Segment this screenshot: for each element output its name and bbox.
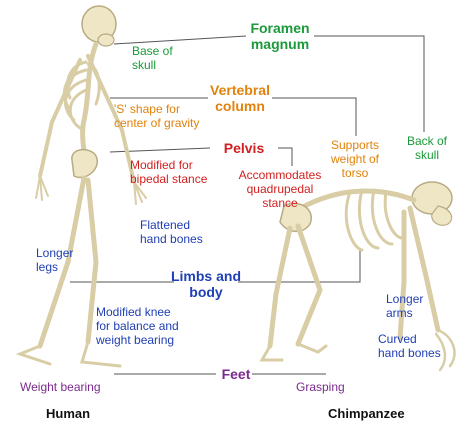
connector-lines [70, 35, 425, 375]
chimp-pelvis [279, 202, 313, 233]
heading-feet: Feet [221, 366, 251, 382]
chimp-supports-torso-note: Supports weight of torso [330, 138, 380, 180]
human-s-shape-note: 'S' shape for center of gravity [114, 102, 200, 130]
connector-foramen-human [113, 35, 247, 45]
heading-limbs-and-body: Limbs and body [170, 268, 241, 300]
human-legs [37, 175, 99, 349]
chimp-back-of-skull-note: Back of skull [406, 134, 448, 162]
chimp-muzzle [431, 205, 453, 226]
chimp-longer-arms-note: Longer arms [386, 292, 424, 320]
human-flattened-hand-note: Flattened hand bones [140, 218, 203, 246]
human-hands [35, 175, 147, 205]
human-longer-legs-note: Longer legs [36, 246, 74, 274]
heading-pelvis: Pelvis [223, 140, 265, 156]
human-modified-knee-note: Modified knee for balance and weight bea… [96, 305, 179, 347]
human-arms [38, 54, 136, 184]
chimp-hands [434, 328, 456, 372]
connector-vertebral-chimp [272, 97, 357, 136]
human-jaw [97, 33, 115, 47]
heading-vertebral-column: Vertebral column [210, 82, 270, 114]
chimpanzee-skeleton [259, 181, 456, 372]
chimp-ribcage [344, 188, 404, 252]
chimp-pelvis-note: Accommodates quadrupedal stance [238, 168, 322, 210]
chimp-spine [291, 188, 417, 215]
human-species-label: Human [46, 406, 91, 421]
chimp-legs [267, 223, 323, 349]
connector-pelvis-chimp [278, 147, 293, 166]
human-pelvis-note: Modified for bipedal stance [130, 158, 208, 186]
human-pelvis [71, 148, 99, 179]
chimp-feet [259, 342, 328, 362]
heading-foramen-magnum: Foramen magnum [250, 20, 310, 52]
chimp-arms [397, 205, 441, 341]
chimp-curved-hand-note: Curved hand bones [378, 332, 441, 360]
human-skeleton [15, 5, 147, 368]
human-feet [15, 340, 122, 368]
connector-limbs-chimp [238, 250, 361, 283]
chimp-feet-note: Grasping [296, 380, 345, 394]
human-feet-note: Weight bearing [20, 380, 101, 394]
human-base-of-skull-note: Base of skull [132, 44, 173, 72]
connector-foramen-chimp [314, 35, 425, 132]
chimpanzee-species-label: Chimpanzee [328, 406, 405, 421]
